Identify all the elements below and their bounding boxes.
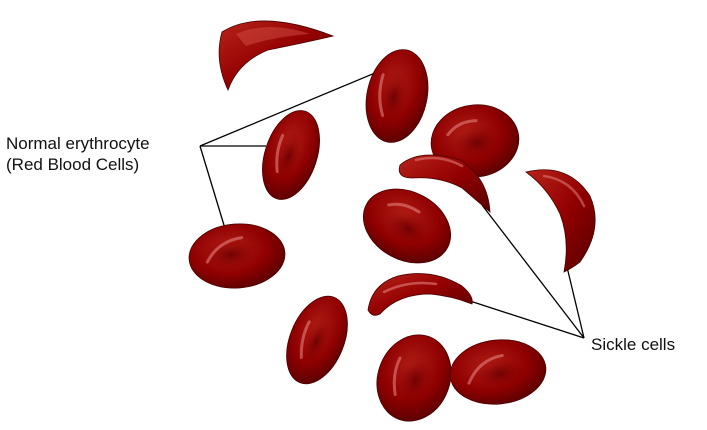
sickle-cell-top-left	[219, 21, 333, 90]
normal-erythrocyte-bottom-center	[365, 324, 463, 425]
sickle-cell-lower	[368, 274, 472, 316]
normal-erythrocyte-bottom-right	[447, 335, 549, 409]
sickle-cell-right	[526, 170, 595, 272]
normal-erythrocyte-top	[358, 44, 436, 148]
normal-erythrocyte-bottom-left	[187, 221, 287, 292]
normal-erythrocyte-bottom-tall	[275, 287, 360, 393]
leader-sickle-bottom	[470, 301, 584, 338]
normal-erythrocyte-label-line1: Normal erythrocyte	[6, 133, 150, 154]
sickle-cells-label: Sickle cells	[591, 334, 675, 355]
normal-erythrocyte-label-line2: (Red Blood Cells)	[6, 154, 150, 175]
normal-erythrocyte-label: Normal erythrocyte (Red Blood Cells)	[6, 133, 150, 175]
normal-erythrocyte-center	[350, 174, 463, 277]
